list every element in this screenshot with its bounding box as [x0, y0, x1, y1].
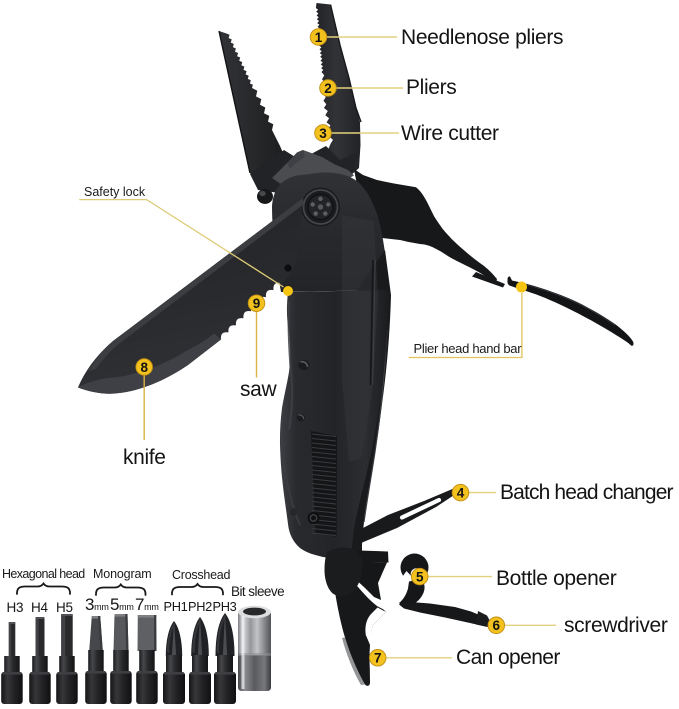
svg-text:6: 6 [493, 618, 501, 633]
svg-text:8: 8 [140, 360, 148, 375]
svg-text:7: 7 [374, 651, 382, 666]
svg-text:5: 5 [416, 569, 424, 584]
svg-text:4: 4 [457, 485, 465, 500]
svg-text:9: 9 [253, 296, 261, 311]
svg-text:1: 1 [315, 30, 323, 45]
svg-text:3: 3 [319, 126, 327, 141]
svg-text:2: 2 [324, 81, 332, 96]
